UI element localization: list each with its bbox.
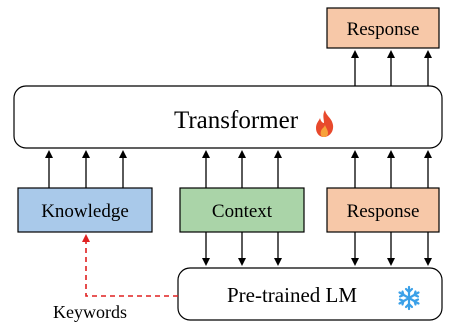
transformer-box: Transformer bbox=[13, 85, 443, 149]
snowflake-icon bbox=[398, 285, 420, 311]
transformer-label: Transformer bbox=[174, 107, 299, 134]
response-output-box: Response bbox=[326, 7, 440, 49]
pretrained-lm-box: Pre-trained LM bbox=[177, 267, 443, 321]
context-to-lm-arrows bbox=[202, 232, 282, 266]
response-input-label: Response bbox=[347, 201, 420, 222]
keywords-arrow bbox=[82, 234, 178, 297]
knowledge-to-transformer-arrows bbox=[45, 150, 127, 188]
pretrained-lm-label: Pre-trained LM bbox=[227, 283, 357, 307]
fire-icon bbox=[316, 110, 334, 137]
transformer-to-response-arrows bbox=[351, 50, 432, 86]
knowledge-label: Knowledge bbox=[41, 201, 129, 222]
response-input-box: Response bbox=[326, 187, 440, 233]
keywords-label: Keywords bbox=[53, 302, 127, 322]
context-label: Context bbox=[212, 201, 273, 222]
response-output-label: Response bbox=[347, 19, 420, 40]
context-box: Context bbox=[179, 187, 305, 233]
response-to-transformer-arrows bbox=[351, 150, 432, 188]
context-to-transformer-arrows bbox=[202, 150, 282, 188]
response-to-lm-arrows bbox=[351, 232, 432, 266]
knowledge-box: Knowledge bbox=[17, 187, 153, 233]
